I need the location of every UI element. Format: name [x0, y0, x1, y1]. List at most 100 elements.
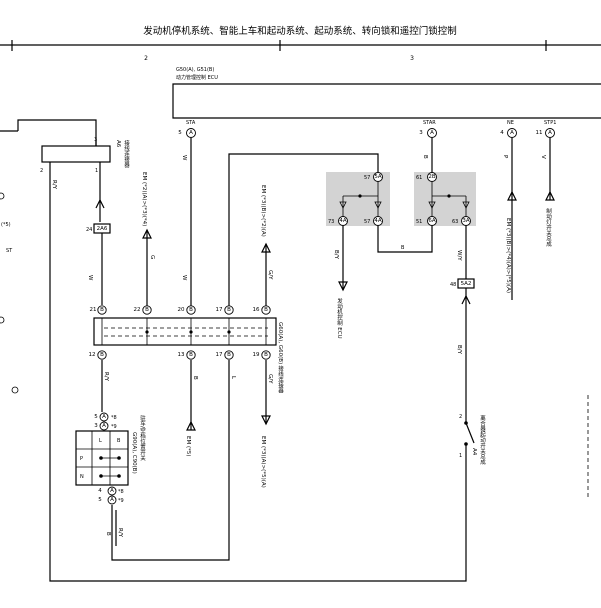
svg-text:21: 21 [90, 307, 97, 313]
svg-text:4A: 4A [339, 218, 346, 224]
svg-text:11: 11 [536, 130, 543, 136]
svg-text:2B: 2B [428, 174, 435, 180]
wire-star-color: B [422, 155, 428, 159]
wire-relay-link: B [401, 245, 405, 251]
svg-text:P: P [80, 456, 83, 462]
junction-pin-20: 20 B [178, 305, 196, 315]
wire-5a2-color: B/Y [456, 345, 462, 355]
junction-pin-17: 17 B [216, 305, 234, 315]
left-mark-st: ST [6, 248, 13, 254]
svg-text:B: B [189, 352, 193, 358]
relay-block-left: 5A 57 4A 73 4A 57 [326, 172, 390, 226]
wire-below-13: B [192, 376, 198, 380]
svg-text:57: 57 [364, 175, 370, 181]
svg-text:20: 20 [178, 307, 185, 313]
svg-text:2: 2 [459, 414, 462, 420]
svg-text:A: A [189, 130, 193, 136]
svg-text:N: N [80, 474, 84, 480]
svg-text:2: 2 [40, 168, 43, 174]
svg-text:L: L [99, 438, 102, 444]
svg-text:4: 4 [98, 488, 102, 494]
svg-text:61: 61 [416, 175, 422, 181]
svg-text:*9: *9 [111, 424, 117, 430]
svg-text:A: A [110, 497, 114, 503]
svg-text:动力管理控制 ECU: 动力管理控制 ECU [176, 74, 218, 81]
em-ref-4: EM (*5) [185, 436, 191, 457]
svg-text:B: B [264, 307, 268, 313]
switch-a4: 2 1 A4 离合器起动开关总成 [459, 412, 486, 466]
grid-number-3: 3 [410, 55, 414, 62]
svg-text:STA: STA [186, 120, 196, 126]
svg-text:G60(A), G60(B) 接线连接器: G60(A), G60(B) 接线连接器 [277, 322, 284, 395]
svg-text:A: A [430, 130, 434, 136]
connector-2a6: 2A6 24 [86, 223, 111, 234]
wire-w1: W [87, 275, 93, 281]
svg-text:5: 5 [94, 414, 98, 420]
svg-text:A: A [102, 423, 106, 429]
svg-text:12: 12 [89, 352, 96, 358]
ecu-pin-stp1: 11 A [536, 128, 555, 138]
svg-text:STAR: STAR [423, 120, 436, 126]
wire-below-19: G/Y [267, 374, 273, 384]
svg-text:A: A [548, 130, 552, 136]
diagram-title: 发动机停机系统、智能上车和起动系统、起动系统、转向锁和遥控门锁控制 [143, 25, 457, 37]
svg-text:22: 22 [134, 307, 141, 313]
svg-text:A6: A6 [115, 140, 121, 148]
connector-5a2: 5A2 48 [450, 278, 475, 289]
svg-text:B: B [145, 307, 149, 313]
svg-text:4: 4 [500, 130, 504, 136]
svg-text:A4: A4 [471, 448, 477, 456]
wire-switch-ry: R/Y [117, 528, 123, 538]
svg-text:57: 57 [364, 219, 370, 225]
svg-text:17: 17 [216, 307, 223, 313]
svg-text:NE: NE [507, 120, 514, 126]
wire-a6-label: R/Y [51, 180, 57, 190]
wire-73-color: B/Y [333, 250, 339, 260]
em-ref-2-color: G/Y [267, 270, 273, 280]
svg-text:离合器起动开关总成: 离合器起动开关总成 [479, 414, 486, 466]
wire-below-12: R/Y [103, 372, 109, 382]
svg-text:4A: 4A [374, 218, 381, 224]
connector-a6: 3 2 1 A6 接线连接器 [40, 137, 130, 174]
svg-text:B: B [227, 352, 231, 358]
em-ref-3: EM (*3)(B)>(*4)(A)>(*5)(A) [505, 218, 511, 293]
svg-text:1: 1 [459, 453, 462, 459]
svg-text:5A2: 5A2 [461, 281, 472, 287]
junction-pin-22: 22 B [134, 305, 152, 315]
svg-text:3: 3 [419, 130, 423, 136]
svg-text:G90(A), C90(B): G90(A), C90(B) [131, 432, 137, 474]
svg-text:A: A [110, 488, 114, 494]
left-mark-1: (*5) [1, 222, 11, 228]
em-ref-5: EM (*3)(A)>(*5)(A) [260, 436, 266, 488]
side-label-ecu: 发动机控制 ECU [336, 297, 343, 339]
wire-switch-b: B [105, 532, 111, 536]
svg-text:G50(A), G51(B): G50(A), G51(B) [176, 67, 214, 73]
svg-text:B: B [117, 438, 121, 444]
svg-text:B: B [189, 307, 193, 313]
wire-stp1-color: V [540, 155, 546, 159]
svg-text:3A: 3A [462, 218, 469, 224]
em-ref-2: EM (*3)(B)>(*2)(A) [260, 185, 266, 237]
svg-text:73: 73 [328, 219, 334, 225]
em-ref-1: EM (*2)(A)>(*3)(*4) [141, 172, 147, 226]
svg-text:B: B [227, 307, 231, 313]
svg-text:*8: *8 [111, 415, 117, 421]
svg-text:2A6: 2A6 [97, 226, 108, 232]
ecu-block: G50(A), G51(B) 动力管理控制 ECU STA STAR NE ST… [172, 67, 601, 126]
svg-text:接线连接器: 接线连接器 [123, 139, 130, 169]
ecu-pin-sta: 5 A [178, 128, 196, 138]
svg-text:24: 24 [86, 227, 92, 233]
svg-text:6A: 6A [428, 218, 435, 224]
svg-text:19: 19 [253, 352, 260, 358]
side-label-brake: 制动灯开关总成 [545, 207, 552, 248]
em-ref-1-color: G [149, 255, 155, 259]
svg-text:A: A [102, 414, 106, 420]
ecu-pin-star: 3 A [419, 128, 437, 138]
